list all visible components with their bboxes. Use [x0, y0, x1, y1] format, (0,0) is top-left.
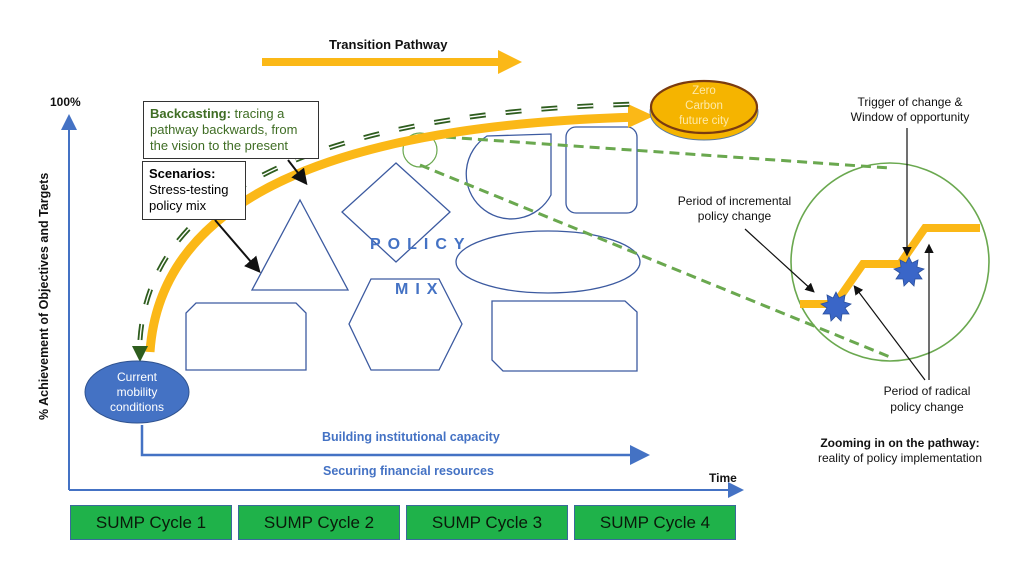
zero-carbon-node [649, 79, 759, 141]
zoom-panel-circle [790, 162, 990, 362]
current-mobility-label: Current mobility conditions [109, 370, 165, 414]
policy-shape-triangle [250, 198, 350, 291]
trigger-burst-2 [893, 256, 925, 287]
trigger-burst-1 [820, 291, 852, 322]
financial-resources-label: Securing financial resources [323, 464, 494, 478]
sump-cycle-4: SUMP Cycle 4 [574, 505, 736, 540]
y-axis-label: % Achievement of Objectives and Targets [37, 172, 51, 420]
scenarios-pointer [214, 219, 261, 274]
policy-shape-snipped-rect-1 [185, 302, 307, 371]
backcasting-arrowhead [132, 346, 148, 362]
policy-shape-rounded-square [565, 126, 638, 214]
policy-shape-hexagon [348, 278, 463, 371]
pathway-arrowhead [628, 104, 654, 128]
policy-shape-teardrop [465, 133, 552, 220]
backcasting-box: Backcasting: tracing a pathway backwards… [143, 101, 319, 159]
zoom-caption: Zooming in on the pathway: reality of po… [817, 436, 983, 465]
incremental-pointer [744, 228, 815, 293]
backcasting-pointer [287, 159, 308, 186]
transition-pathway-title: Transition Pathway [329, 37, 448, 52]
backcasting-term: Backcasting: [150, 106, 231, 121]
mix-label: MIX [395, 281, 445, 298]
policy-label: POLICY [370, 236, 472, 253]
sump-cycle-1: SUMP Cycle 1 [70, 505, 232, 540]
zoom-guide-lines [419, 134, 891, 359]
radical-pointer-1 [853, 285, 926, 381]
radical-label: Period of radical policy change [883, 384, 971, 414]
building-capacity-label: Building institutional capacity [322, 430, 500, 444]
sump-cycle-3: SUMP Cycle 3 [406, 505, 568, 540]
x-axis-label: Time [709, 471, 737, 485]
incremental-label: Period of incremental policy change [677, 194, 792, 223]
policy-shape-diamond [341, 162, 451, 263]
transition-pathway-arrow [262, 50, 522, 74]
pathway-curve [145, 112, 641, 353]
y-axis-top-label: 100% [50, 95, 81, 109]
sump-cycle-2: SUMP Cycle 2 [238, 505, 400, 540]
zero-carbon-label: Zero Carbon future city [679, 85, 729, 127]
zoom-source-circle [402, 132, 438, 168]
current-mobility-node [84, 360, 190, 424]
policy-shape-ellipse [455, 230, 641, 294]
stepped-pathway [800, 224, 980, 308]
policy-shape-snipped-rect-2 [491, 300, 638, 372]
trigger-label: Trigger of change & Window of opportunit… [850, 95, 970, 124]
scenarios-box: Scenarios: Stress-testing policy mix [142, 161, 246, 220]
capacity-arrow [140, 425, 650, 465]
